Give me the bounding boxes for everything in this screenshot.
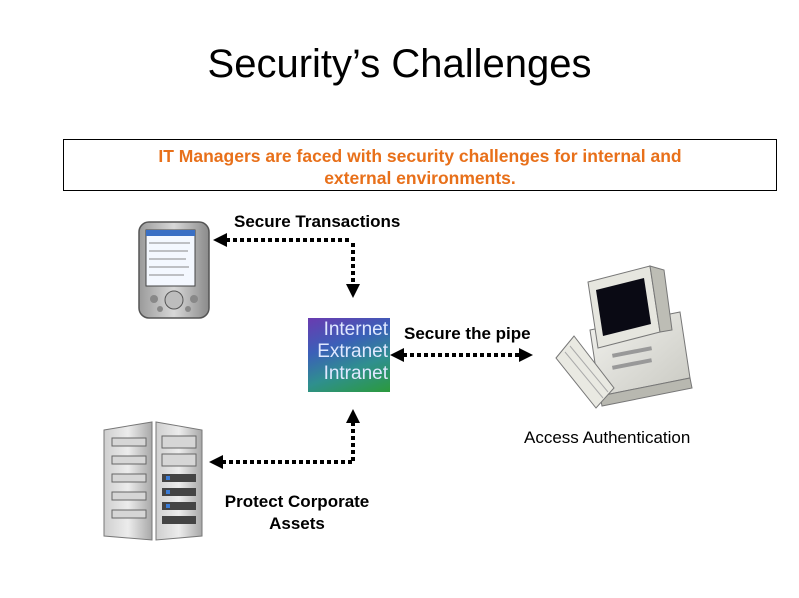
desktop-computer-icon [555, 265, 693, 409]
label-access-authentication: Access Authentication [524, 428, 691, 447]
network-intranet: Intranet [323, 363, 388, 384]
arrow-secure-transactions [213, 233, 350, 247]
network-extranet: Extranet [317, 341, 388, 362]
callout-box [63, 139, 777, 191]
network-box: Internet Extranet Intranet [308, 318, 390, 392]
arrow-to-network [346, 243, 360, 298]
callout-text: IT Managers are faced with security chal… [63, 145, 777, 189]
server-rack-icon [103, 421, 203, 541]
pda-icon [138, 221, 210, 319]
label-protect-line-1: Protect Corporate [224, 492, 370, 511]
callout-line-2: external environments. [324, 168, 516, 188]
slide-title: Security’s Challenges [207, 42, 592, 86]
network-internet: Internet [323, 319, 388, 340]
label-secure-pipe: Secure the pipe [404, 324, 531, 343]
label-protect-line-2: Assets [269, 514, 325, 533]
arrow-protect-assets [209, 409, 360, 469]
label-secure-transactions: Secure Transactions [234, 212, 401, 231]
arrow-secure-pipe [390, 348, 533, 362]
callout-line-1: IT Managers are faced with security chal… [158, 146, 682, 166]
label-protect-assets: Protect Corporate Assets [208, 491, 386, 535]
